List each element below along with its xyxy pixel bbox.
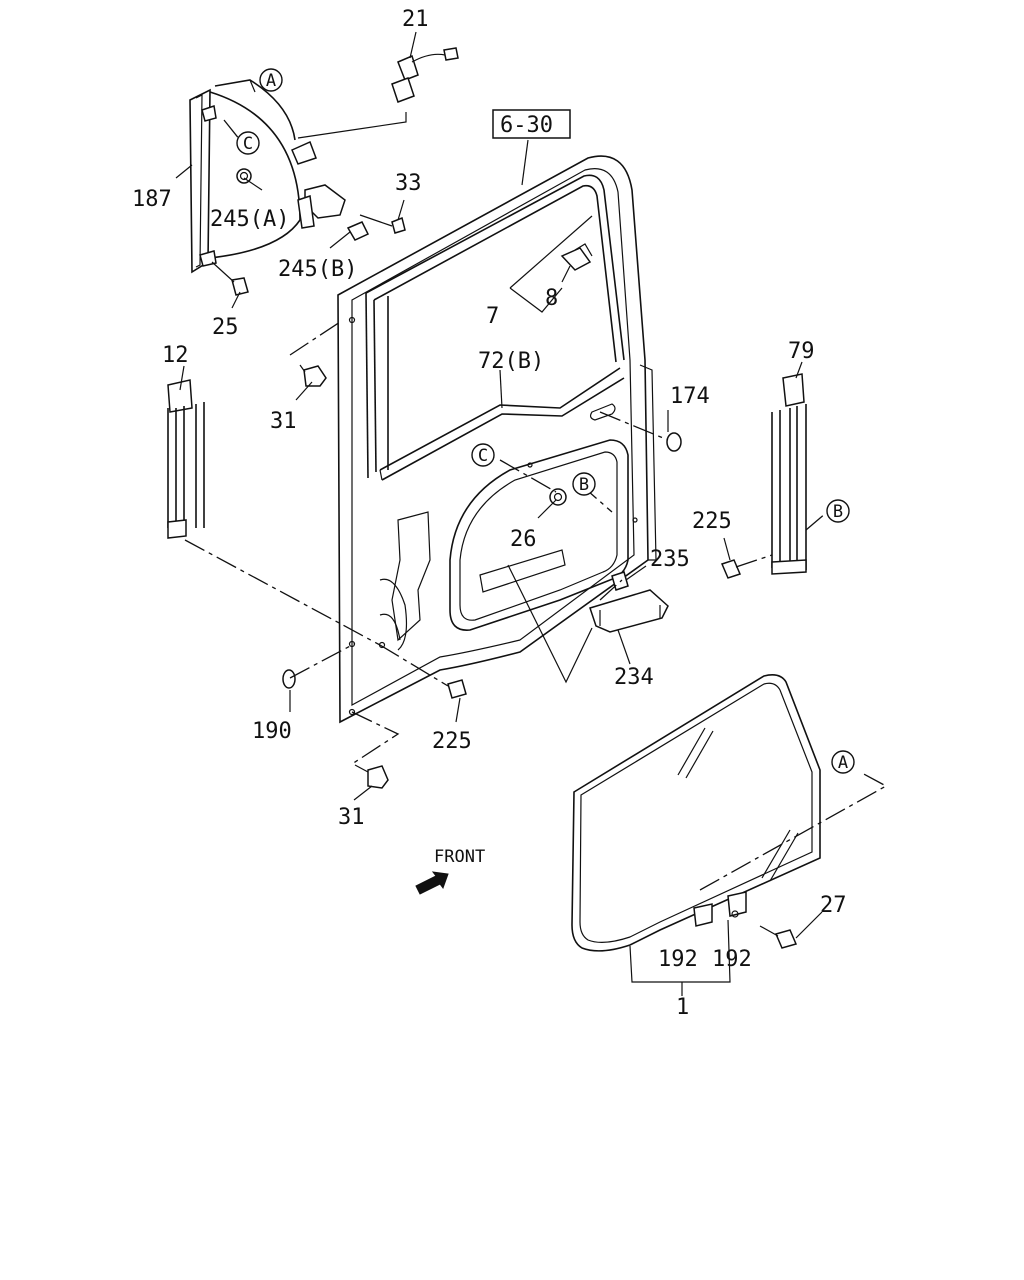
label-235: 235 [650,547,690,572]
svg-text:A: A [838,753,848,773]
label-72b: 72(B) [478,349,544,374]
label-31-lower: 31 [338,805,365,830]
label-187: 187 [132,187,172,212]
run-channel-right [771,373,807,575]
front-arrow-icon [415,871,449,895]
label-79: 79 [788,339,815,364]
label-8: 8 [545,286,558,311]
label-225-right: 225 [692,509,732,534]
part-labels: 21 187 245(A) 33 245(B) 25 6-30 7 8 12 3… [132,7,847,1020]
label-190: 190 [252,719,292,744]
label-12: 12 [162,343,189,368]
svg-text:A: A [266,71,276,91]
svg-text:C: C [478,446,488,466]
window-motor [297,47,459,139]
label-33: 33 [395,171,422,196]
door-panel [337,155,657,724]
callout-a-glass: A [831,750,855,774]
label-7: 7 [486,304,499,329]
callout-b-mid: B [572,472,596,496]
label-21: 21 [402,7,429,32]
svg-text:B: B [833,502,843,522]
label-25: 25 [212,315,239,340]
callout-b-right: B [826,499,850,523]
window-regulator [189,79,406,296]
label-27: 27 [820,893,847,918]
label-234: 234 [614,665,654,690]
label-192-right: 192 [712,947,752,972]
label-225-lower: 225 [432,729,472,754]
label-245a: 245(A) [210,207,289,232]
ref-box-6-30 [492,109,571,139]
label-174: 174 [670,384,710,409]
svg-text:B: B [579,475,589,495]
fasteners [282,243,798,949]
label-31-upper: 31 [270,409,297,434]
label-245b: 245(B) [278,257,357,282]
label-front: FRONT [434,847,485,867]
label-1: 1 [676,995,689,1020]
window-glass [571,674,821,952]
callout-c-top: C [236,131,260,155]
callout-a-top: A [259,68,283,92]
leader-lines [175,31,888,996]
run-channel-left [167,379,205,539]
label-26: 26 [510,527,537,552]
label-192-left: 192 [658,947,698,972]
svg-text:C: C [243,134,253,154]
callout-c-mid: C [471,443,495,467]
label-6-30: 6-30 [500,113,553,138]
